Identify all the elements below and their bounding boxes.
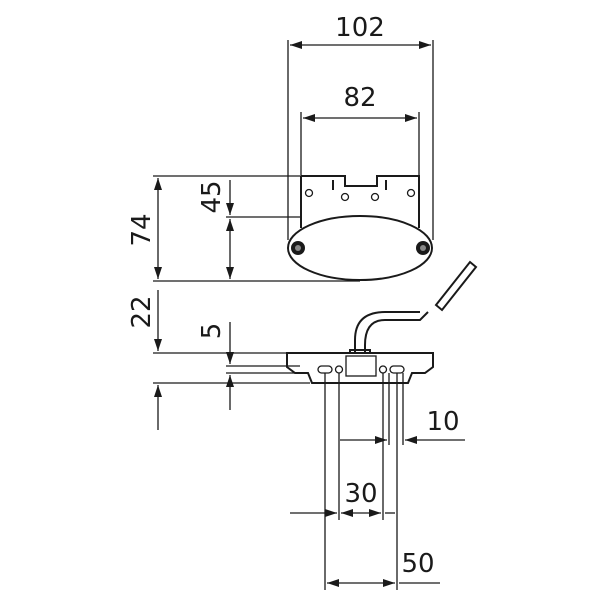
dim-45: 45 bbox=[197, 180, 227, 213]
cable bbox=[354, 311, 429, 353]
dim-5: 5 bbox=[197, 323, 227, 340]
screw-icon bbox=[291, 241, 305, 255]
dim-74: 74 bbox=[127, 213, 157, 246]
side-dimension-lines bbox=[153, 290, 310, 430]
side-view bbox=[286, 260, 478, 384]
dim-22: 22 bbox=[127, 295, 157, 328]
housing bbox=[286, 352, 434, 384]
bottom-dimension-lines bbox=[290, 373, 465, 590]
cable-end bbox=[434, 260, 478, 312]
dim-10: 10 bbox=[426, 407, 459, 437]
dim-102: 102 bbox=[335, 13, 385, 43]
dim-30: 30 bbox=[344, 479, 377, 509]
dim-50: 50 bbox=[401, 549, 434, 579]
left-dimension-lines bbox=[153, 175, 360, 282]
front-view bbox=[287, 175, 433, 281]
screw-icon bbox=[416, 241, 430, 255]
top-dimension-lines bbox=[287, 40, 434, 240]
lens bbox=[287, 215, 433, 281]
dim-82: 82 bbox=[343, 83, 376, 113]
